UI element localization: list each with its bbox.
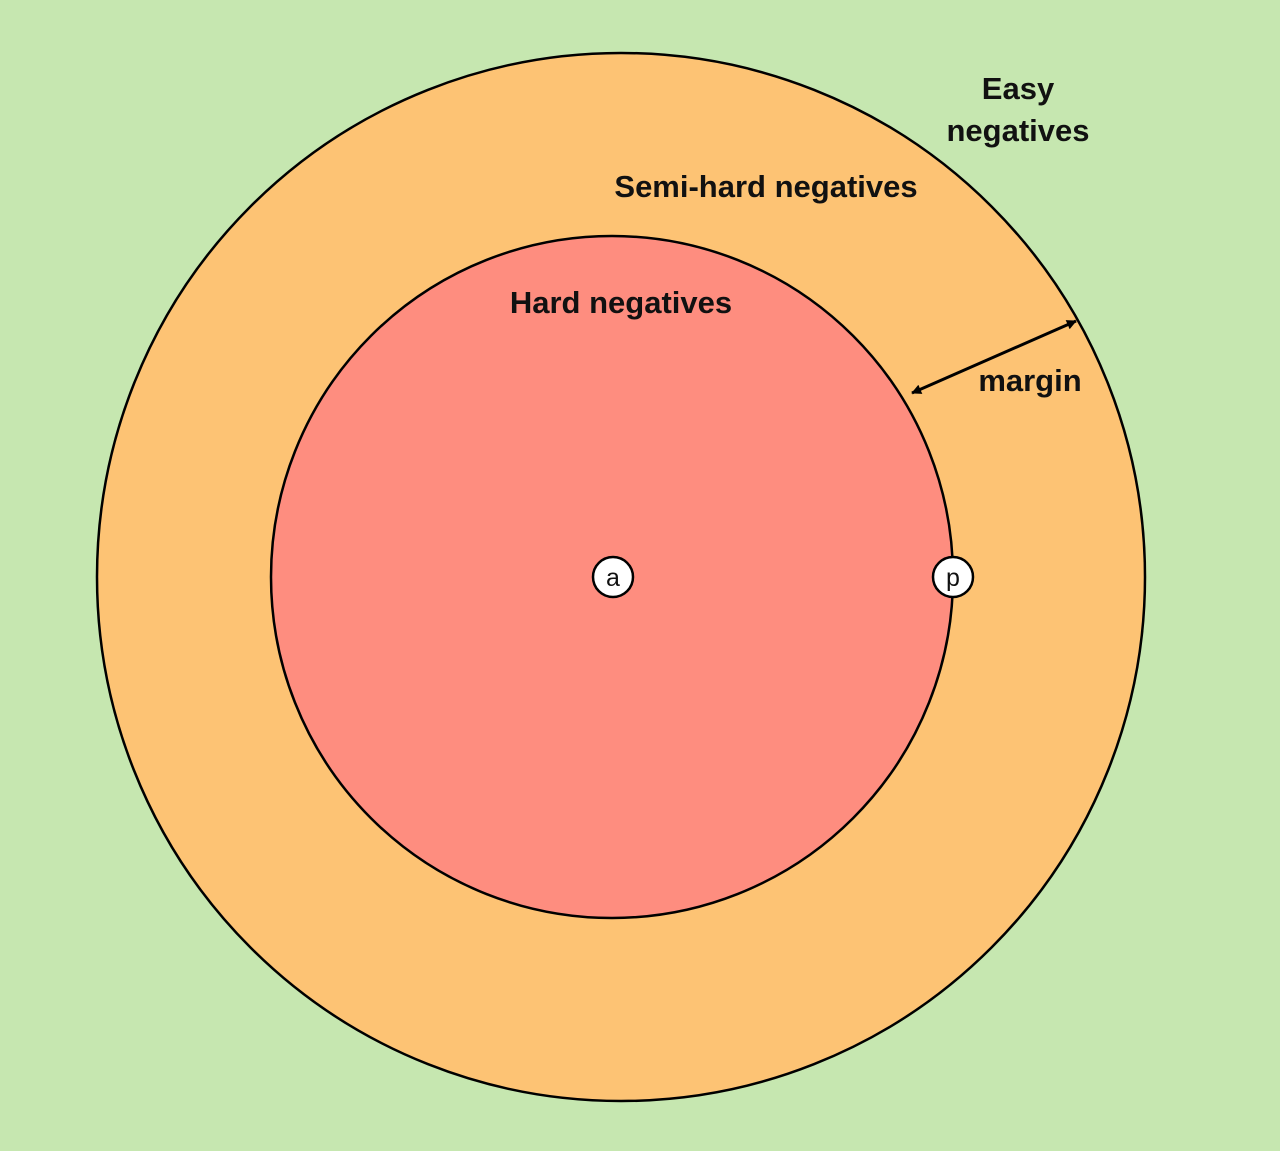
positive-point: p xyxy=(931,555,975,599)
easy-negatives-label-line2: negatives xyxy=(946,113,1089,148)
positive-point-label: p xyxy=(946,564,960,592)
margin-label: margin xyxy=(978,363,1081,398)
hard-negatives-label: Hard negatives xyxy=(510,285,732,320)
anchor-point: a xyxy=(591,555,635,599)
easy-negatives-label-line1: Easy xyxy=(982,71,1055,106)
semi-hard-negatives-label: Semi-hard negatives xyxy=(614,169,917,204)
margin-arrow xyxy=(911,319,1077,395)
anchor-point-label: a xyxy=(606,564,620,592)
